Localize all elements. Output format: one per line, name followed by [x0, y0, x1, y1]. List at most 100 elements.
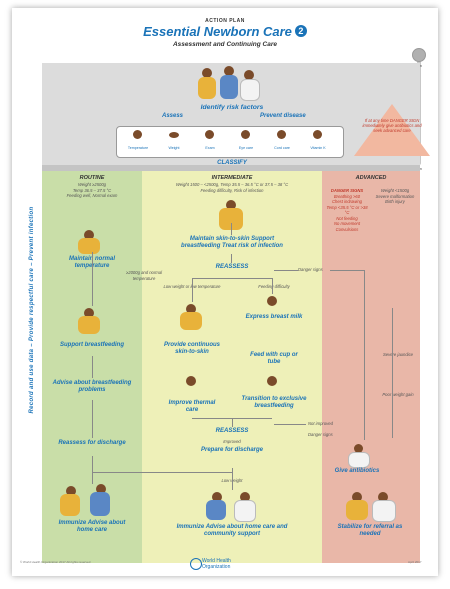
intermediate-mother-body — [219, 208, 243, 230]
who-logo-icon — [190, 558, 202, 570]
connector — [364, 270, 365, 440]
danger-sign: Breathing >60 — [333, 193, 361, 199]
poster-subtitle: Assessment and Continuing Care — [172, 41, 278, 48]
connector — [192, 278, 272, 279]
weight-icon — [169, 132, 179, 138]
intermediate-family-icon — [212, 492, 222, 502]
routine-final-step: Immunize Advise about home care — [58, 520, 126, 533]
routine-breastfeed-body — [78, 316, 100, 334]
routine-family-body — [60, 494, 80, 516]
father-figure — [224, 66, 234, 76]
routine-mother-body — [78, 238, 100, 254]
connector — [232, 418, 233, 427]
icon-temperature-label: Temperature — [127, 146, 149, 150]
routine-father-body — [90, 492, 110, 516]
icon-vitamin-k-label: Vitamin K — [310, 146, 326, 150]
feed-cup-tube: Feed with cup or tube — [250, 352, 298, 365]
connector — [272, 278, 273, 294]
intermediate-criterion: Weight 1500 – <2500g, Temp 35.5 – 36.5 °… — [175, 182, 289, 187]
plan-number-badge: 2 — [294, 25, 307, 37]
severe-jaundice-label: Severe jaundice — [382, 352, 414, 357]
advanced-worker-body — [372, 500, 396, 522]
connector — [92, 252, 93, 306]
advanced-worker-icon — [378, 492, 388, 502]
routine-criterion: Temp 36.5 – 37.5 °C — [72, 187, 112, 193]
routine-criterion: Feeding well, Normal exam — [66, 193, 118, 198]
danger-signs-title: DANGER SIGNS — [330, 188, 364, 193]
routine-father-icon — [96, 484, 106, 494]
clock-icon — [412, 48, 426, 62]
antibiotics-body — [348, 452, 370, 468]
danger-sign: Convulsions — [335, 226, 359, 232]
copyright-text: © World Health Organization 2017 All rig… — [20, 560, 91, 564]
icon-exam-label: Exam — [205, 146, 215, 150]
cord-care-icon — [277, 130, 286, 139]
mother-body — [198, 77, 216, 99]
intermediate-reassess-1: REASSESS — [215, 264, 249, 270]
intermediate-criterion: Feeding difficulty, Risk of infection — [200, 187, 264, 193]
classify-label: CLASSIFY — [217, 160, 247, 166]
skin-to-skin-icon — [186, 304, 196, 314]
father-body — [220, 75, 238, 99]
icon-eye-care-label: Eye care — [238, 146, 254, 150]
transition-breastfeeding: Transition to exclusive breastfeeding — [241, 396, 307, 409]
connector — [92, 356, 93, 378]
weight-criteria-list: Weight <1500g Severe malformation Birth … — [372, 188, 418, 205]
intermediate-title: INTERMEDIATE — [211, 175, 253, 181]
icon-weight-label: Weight — [168, 146, 180, 150]
advanced-mother-icon — [352, 492, 362, 502]
transition-icon — [267, 376, 277, 386]
assessment-icons-row — [116, 126, 344, 158]
intermediate-step-skin-to-skin: Maintain skin-to-skin Support breastfeed… — [181, 236, 283, 249]
skin-to-skin-body — [180, 312, 202, 330]
mother-figure — [202, 68, 212, 78]
vitamin-k-icon — [313, 130, 322, 139]
danger-triangle — [354, 104, 430, 156]
danger-sign: Chest indrawing — [331, 199, 363, 204]
side-theme-band: Record and use data – Provide respectful… — [26, 63, 42, 563]
who-name: World Health Organization — [202, 558, 231, 570]
routine-step-breastfeeding: Support breastfeeding — [59, 342, 124, 348]
intermediate-family-body — [206, 500, 226, 520]
routine-step-advise: Advise about breastfeeding problems — [52, 380, 132, 393]
thermal-care-icon — [186, 376, 196, 386]
intermediate-worker-body — [234, 500, 256, 522]
connector — [274, 270, 298, 271]
danger-note: If at any time DANGER SIGN immediately g… — [362, 118, 422, 133]
poor-weight-gain-label: Poor weight gain — [382, 392, 414, 397]
poster-kicker: ACTION PLAN — [205, 18, 245, 24]
danger-sign: No movement — [333, 221, 361, 226]
danger-sign: Not feeding — [336, 215, 358, 221]
exam-icon — [205, 130, 214, 139]
intermediate-column — [142, 171, 322, 563]
weight-criterion: Birth injury — [385, 199, 405, 204]
routine-mother-icon — [84, 230, 94, 240]
connector — [92, 472, 232, 473]
advanced-final-step: Stabilize for referral as needed — [337, 524, 403, 537]
routine-title: ROUTINE — [79, 175, 105, 181]
express-breast-milk: Express breast milk — [245, 314, 303, 320]
intermediate-final-step: Immunize Advise about home care and comm… — [176, 524, 288, 537]
prevent-disease-label: Prevent disease — [260, 113, 306, 119]
danger-signs-list: DANGER SIGNS Breathing >60 Chest indrawi… — [324, 188, 370, 232]
icon-cord-care-label: Cord care — [274, 146, 290, 150]
express-milk-icon — [267, 296, 277, 306]
health-worker-body — [240, 79, 260, 101]
routine-note-normal: ≥2000g and normal temperature — [125, 270, 163, 281]
who-line-1: World Health — [202, 558, 231, 564]
connector — [92, 456, 93, 484]
improved-label: Improved — [223, 439, 241, 444]
connector — [192, 278, 193, 302]
assessment-icons: Temperature Weight Exam Eye care Cord ca… — [120, 128, 340, 154]
intermediate-worker-icon — [240, 492, 250, 502]
weight-criterion: Weight <1500g — [380, 188, 410, 193]
connector — [274, 424, 306, 425]
who-line-2: Organization — [202, 563, 231, 570]
advanced-title: ADVANCED — [355, 175, 387, 181]
provide-skin-to-skin: Provide continuous skin-to-skin — [163, 342, 220, 355]
assess-label: Assess — [162, 113, 184, 119]
intermediate-mother-icon — [226, 200, 236, 210]
connector — [392, 308, 393, 438]
low-weight-label: Low weight — [221, 478, 243, 483]
